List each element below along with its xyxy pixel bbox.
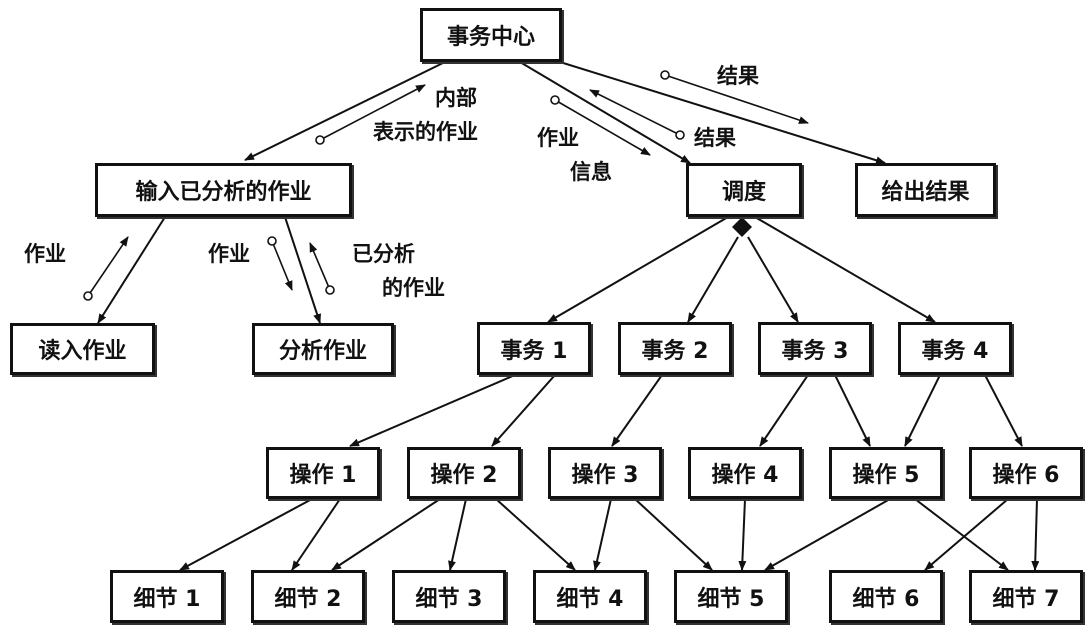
node-d3: 细节 3: [392, 570, 506, 623]
node-o6: 操作 6: [969, 447, 1083, 499]
flow-label-job-analyze: 作业: [208, 242, 250, 266]
edge-arrow: [738, 498, 747, 571]
node-d1: 细节 1: [110, 570, 224, 623]
edge-arrow: [914, 498, 1009, 571]
edge-arrow: [1031, 498, 1040, 571]
node-t3: 事务 3: [758, 322, 872, 375]
edge-arrow: [687, 236, 739, 323]
data-couple-circle-icon: [325, 285, 335, 295]
node-o1: 操作 1: [266, 447, 380, 499]
flow-label-result-dispatch: 结果: [694, 126, 736, 150]
edge-arrow: [634, 498, 713, 571]
flow-label-jobinfo-2: 信息: [570, 160, 612, 184]
node-d2: 细节 2: [251, 570, 365, 623]
node-d5: 细节 5: [674, 570, 788, 623]
node-o3: 操作 3: [548, 447, 662, 499]
data-flow-arrow: [664, 74, 809, 124]
node-o4: 操作 4: [688, 447, 802, 499]
edge-arrow: [291, 498, 341, 571]
data-flow-arrow: [589, 89, 681, 136]
node-center: 事务中心: [420, 8, 562, 62]
node-d6: 细节 6: [829, 570, 943, 623]
data-couple-circle-icon: [550, 95, 560, 105]
flow-label-analyzed: 已分析: [352, 242, 415, 266]
edge-arrow: [611, 374, 663, 447]
flow-label-internal: 内部: [435, 86, 477, 110]
data-couple-circle-icon: [675, 130, 685, 140]
flow-label-jobinfo: 作业: [537, 126, 579, 150]
edge-arrow: [491, 374, 556, 447]
edge-arrow: [759, 374, 809, 447]
data-flow-arrow: [271, 240, 293, 291]
edge-arrow: [904, 374, 941, 447]
data-couple-circle-icon: [660, 70, 670, 80]
node-d4: 细节 4: [533, 570, 647, 623]
data-flow-arrow: [554, 99, 651, 156]
edge-arrow: [331, 498, 441, 571]
edge-arrow: [97, 216, 166, 324]
edge-arrow: [924, 498, 1009, 571]
data-couple-circle-icon: [267, 236, 277, 246]
node-dispatch: 调度: [686, 163, 802, 217]
node-t1: 事务 1: [477, 322, 591, 375]
node-t4: 事务 4: [898, 322, 1012, 375]
flow-label-analyzed-2: 的作业: [382, 276, 445, 300]
node-d7: 细节 7: [969, 570, 1083, 623]
edge-arrow: [448, 498, 467, 571]
node-t2: 事务 2: [618, 322, 732, 375]
edge-arrow: [519, 61, 691, 164]
node-input: 输入已分析的作业: [95, 163, 352, 217]
edge-arrow: [179, 498, 313, 571]
node-output: 给出结果: [855, 163, 996, 217]
edge-arrow: [754, 216, 936, 323]
dispatch-selection-diamond: [732, 217, 752, 237]
edge-arrow: [834, 374, 871, 447]
edge-arrow: [547, 216, 729, 323]
edge-arrow: [593, 498, 612, 571]
node-o2: 操作 2: [407, 447, 521, 499]
edge-arrow: [764, 498, 891, 571]
node-analyze: 分析作业: [252, 323, 394, 375]
edge-arrow: [559, 61, 886, 165]
edge-arrow: [984, 374, 1023, 447]
flow-label-result-output: 结果: [717, 64, 759, 88]
data-couple-circle-icon: [83, 291, 93, 301]
edge-arrow: [349, 374, 516, 447]
edge-arrow: [495, 498, 576, 571]
edge-arrow: [747, 236, 799, 323]
data-couple-circle-icon: [315, 135, 325, 145]
edge-arrow: [244, 61, 446, 161]
flow-label-job-read: 作业: [24, 242, 66, 266]
flow-label-internal-2: 表示的作业: [373, 120, 478, 144]
node-read: 读入作业: [10, 323, 155, 375]
node-o5: 操作 5: [829, 447, 943, 499]
data-flow-arrow: [87, 236, 129, 297]
data-flow-arrow: [319, 84, 426, 141]
edge-arrow: [284, 216, 321, 324]
data-flow-arrow: [309, 242, 331, 291]
